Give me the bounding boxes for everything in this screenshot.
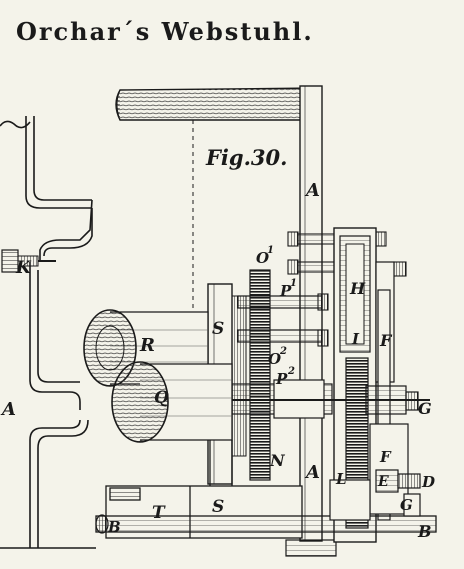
roll-q	[111, 361, 233, 443]
label-o1-sup: 1	[267, 245, 274, 256]
label-q: Q	[154, 388, 169, 408]
label-p2: P	[275, 370, 288, 388]
label-g-mid: G	[418, 399, 432, 418]
label-s-upper: S	[212, 319, 224, 339]
label-l: L	[335, 470, 347, 488]
label-p1-sup: 1	[290, 278, 297, 289]
label-a-lower: A	[304, 462, 320, 483]
bolt-k	[1, 249, 56, 273]
label-n: N	[269, 451, 286, 470]
label-h: H	[349, 279, 366, 298]
label-r: R	[139, 335, 155, 356]
assembly-e	[329, 423, 421, 521]
label-b-right: B	[417, 522, 432, 541]
label-o2-sup: 2	[279, 346, 287, 357]
label-p2-sup: 2	[287, 366, 295, 377]
label-f-lower: F	[379, 448, 392, 466]
figure-number: Fig.30.	[205, 145, 287, 170]
label-s-lower: S	[212, 497, 224, 517]
labels: A A A K R Q S S T B B O 1 O 2 P 1 P 2 H …	[0, 180, 435, 541]
bolts-upper	[287, 231, 407, 347]
label-k: K	[15, 258, 32, 278]
gear-o1	[249, 269, 271, 481]
label-o2: O	[268, 350, 281, 368]
left-frame	[0, 116, 96, 549]
label-b-left: B	[107, 518, 121, 536]
label-o1: O	[256, 249, 269, 267]
label-e: E	[377, 474, 389, 490]
upright-a	[285, 85, 337, 557]
rod-b	[95, 514, 437, 534]
label-t: T	[152, 503, 166, 523]
label-p1: P	[279, 282, 292, 300]
label-d: D	[421, 473, 435, 491]
label-f-upper: F	[379, 331, 393, 350]
label-i: I	[351, 330, 360, 348]
top-beam	[115, 87, 321, 121]
label-a-left: A	[0, 399, 16, 420]
figure-title: Orchar´s Webstuhl.	[16, 17, 314, 46]
label-a-mid: A	[304, 180, 320, 201]
shaft-end-g	[365, 385, 419, 415]
label-g-lower: G	[400, 496, 413, 514]
